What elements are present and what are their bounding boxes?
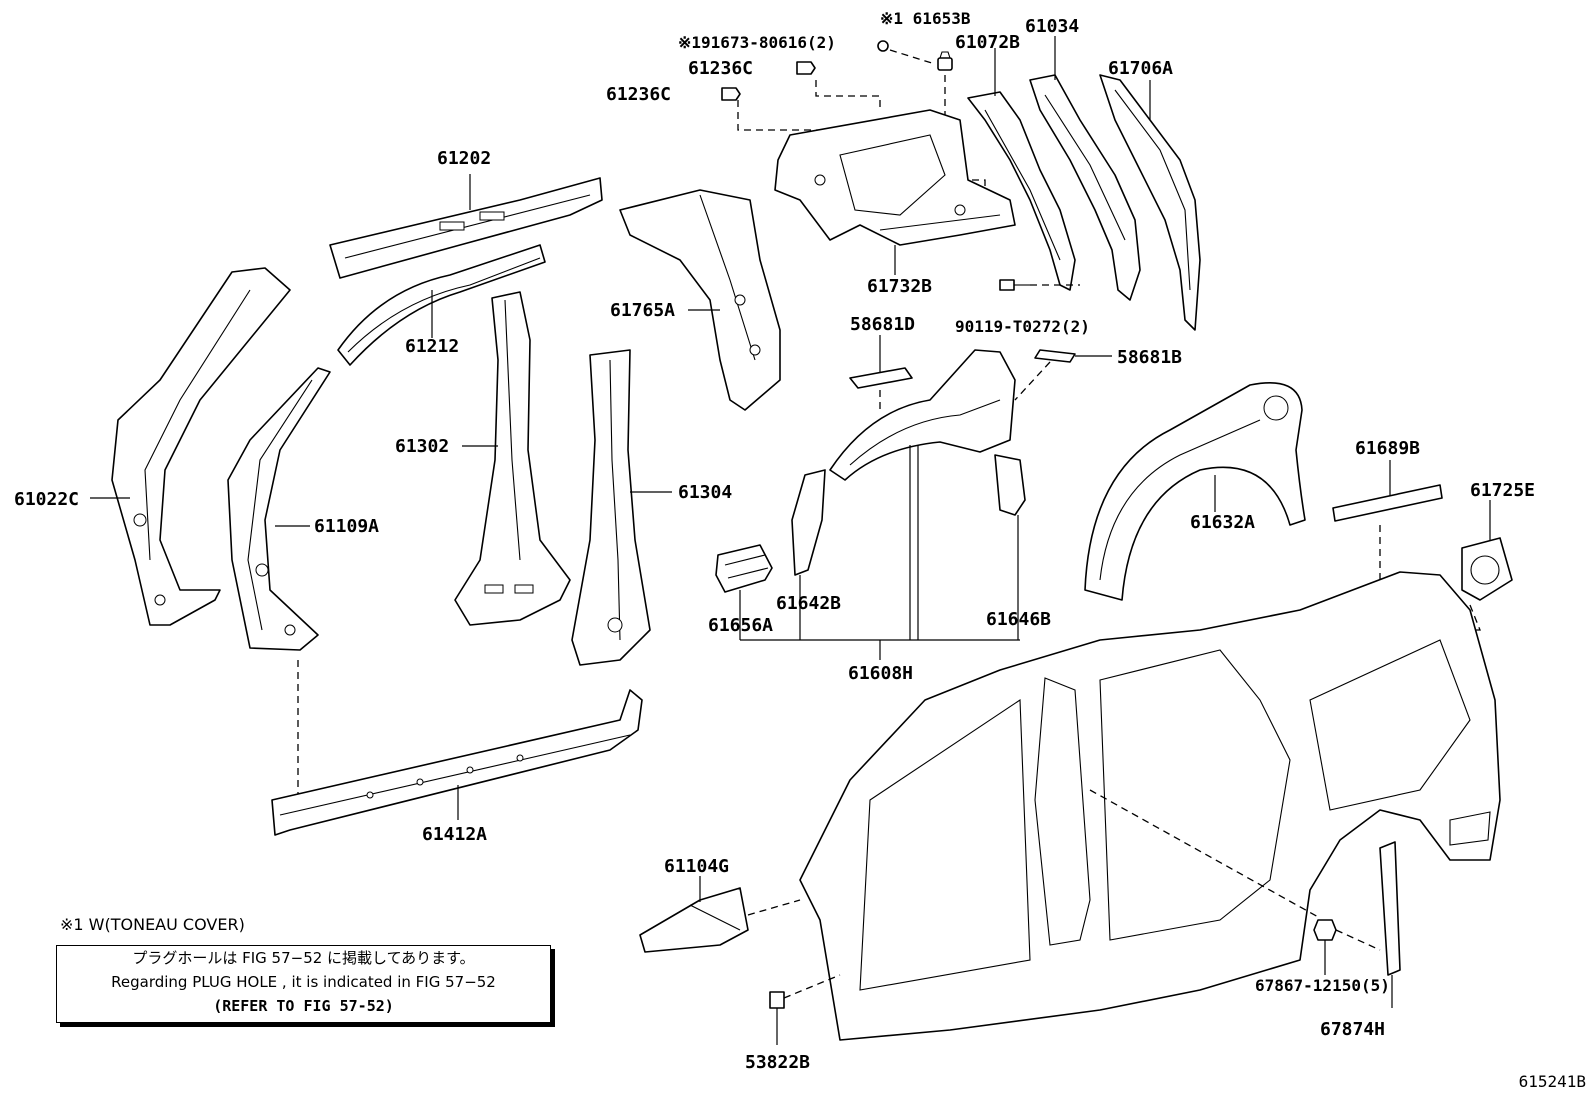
part-61212 <box>337 244 546 366</box>
part-61302 <box>454 291 571 626</box>
label-61689b: 61689B <box>1355 438 1420 459</box>
label-61632a: 61632A <box>1190 512 1255 533</box>
part-body-side-outer <box>799 571 1501 1041</box>
label-61109a: 61109A <box>314 516 379 537</box>
label-58681b: 58681B <box>1117 347 1182 368</box>
part-61022c <box>111 267 291 626</box>
part-61656a <box>715 544 773 593</box>
label-61765a: 61765A <box>610 300 675 321</box>
part-61109a <box>227 367 331 651</box>
label-91673: ※191673-80616(2) <box>678 33 836 52</box>
label-61236c-a: 61236C <box>688 58 753 79</box>
part-61725e <box>1461 537 1513 601</box>
label-61706a: 61706A <box>1108 58 1173 79</box>
clip-61236c-b <box>721 87 741 101</box>
label-61034: 61034 <box>1025 16 1079 37</box>
label-58681d: 58681D <box>850 314 915 335</box>
part-61202 <box>329 177 603 279</box>
part-61632a <box>1084 381 1306 601</box>
clip-61236c-a <box>796 61 816 75</box>
label-61072b: 61072B <box>955 32 1020 53</box>
label-61302: 61302 <box>395 436 449 457</box>
label-61022c: 61022C <box>14 489 79 510</box>
bolt-90119 <box>999 279 1030 291</box>
label-61646b: 61646B <box>986 609 1051 630</box>
tonneau-footnote: ※1 W(TONEAU COVER) <box>60 915 245 934</box>
label-61656a: 61656A <box>708 615 773 636</box>
part-61732b <box>774 109 1016 246</box>
label-61732b: 61732B <box>867 276 932 297</box>
figure-number: 615241B <box>1518 1072 1586 1091</box>
part-61304 <box>571 349 651 666</box>
label-61725e: 61725E <box>1470 480 1535 501</box>
label-61642b: 61642B <box>776 593 841 614</box>
label-90119: 90119-T0272(2) <box>955 317 1090 336</box>
part-61689b <box>1332 484 1443 522</box>
notice-line-jp: プラグホールは FIG 57−52 に掲載してあります。 <box>132 949 475 967</box>
part-67874h <box>1379 841 1401 976</box>
pad-58681b <box>1034 349 1076 363</box>
clip-61653b <box>937 51 953 71</box>
part-61104g <box>639 887 749 953</box>
part-61646b <box>994 454 1026 516</box>
part-61608h <box>829 349 1016 481</box>
label-67874h: 67874H <box>1320 1019 1385 1040</box>
label-61202: 61202 <box>437 148 491 169</box>
label-53822b: 53822B <box>745 1052 810 1073</box>
label-61236c-b: 61236C <box>606 84 671 105</box>
part-61412a <box>271 689 643 836</box>
part-61765a <box>619 189 781 411</box>
part-61072b <box>967 91 1076 291</box>
part-61642b <box>791 469 826 576</box>
screw-91673 <box>877 40 889 52</box>
label-61104g: 61104G <box>664 856 729 877</box>
pad-58681d <box>849 367 913 389</box>
plug-hole-notice: プラグホールは FIG 57−52 に掲載してあります。 Regarding P… <box>56 945 551 1023</box>
label-61212: 61212 <box>405 336 459 357</box>
label-61304: 61304 <box>678 482 732 503</box>
label-61653b: ※1 61653B <box>880 9 971 28</box>
notice-line-en: Regarding PLUG HOLE , it is indicated in… <box>111 973 496 991</box>
part-53822b <box>769 991 785 1009</box>
clip-67867 <box>1313 919 1337 941</box>
label-61412a: 61412A <box>422 824 487 845</box>
label-61608h: 61608H <box>848 663 913 684</box>
label-67867: 67867-12150(5) <box>1255 976 1390 995</box>
part-61034 <box>1029 74 1141 301</box>
notice-line-ref: (REFER TO FIG 57-52) <box>213 997 394 1015</box>
